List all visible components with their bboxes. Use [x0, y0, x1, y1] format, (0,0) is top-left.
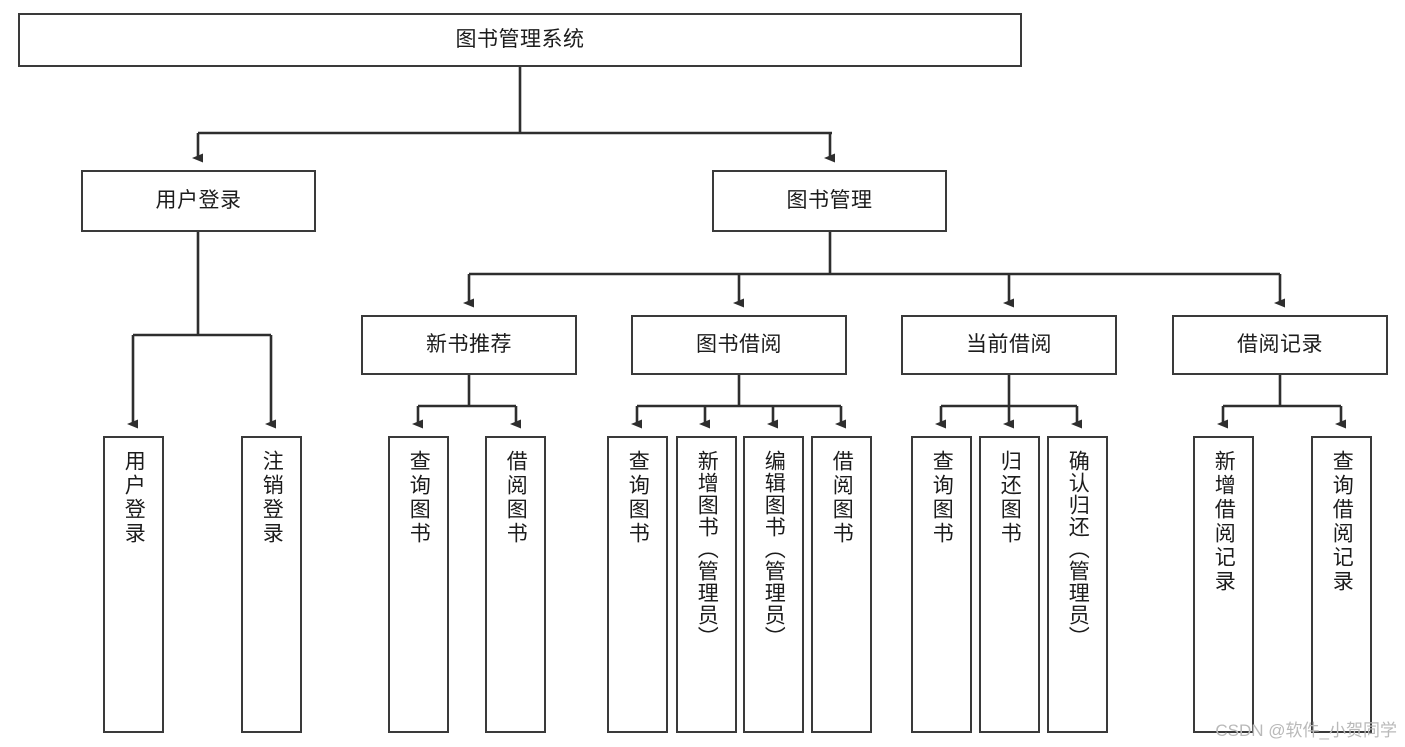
node-label: 确认归还（管理员） — [1066, 450, 1090, 648]
node-user-login[interactable]: 用户登录 — [81, 170, 316, 232]
node-label: 图书管理系统 — [455, 28, 585, 52]
node-new-book-recommend[interactable]: 新书推荐 — [361, 315, 577, 375]
node-label: 图书管理 — [786, 189, 873, 213]
node-label: 借阅记录 — [1237, 333, 1323, 357]
node-current-borrow[interactable]: 当前借阅 — [901, 315, 1117, 375]
node-label: 注销登录 — [260, 450, 284, 546]
leaf-query-borrow-record[interactable]: 查询借阅记录 — [1311, 436, 1372, 733]
node-book-borrow[interactable]: 图书借阅 — [631, 315, 847, 375]
leaf-add-borrow-record[interactable]: 新增借阅记录 — [1193, 436, 1254, 733]
node-label: 用户登录 — [155, 189, 242, 213]
node-book-management[interactable]: 图书管理 — [712, 170, 947, 232]
node-label: 查询图书 — [626, 450, 650, 546]
node-label: 编辑图书（管理员） — [762, 450, 786, 648]
watermark-text: CSDN @软件_小贺同学 — [1215, 721, 1397, 740]
leaf-confirm-return-admin[interactable]: 确认归还（管理员） — [1047, 436, 1108, 733]
leaf-edit-book-admin[interactable]: 编辑图书（管理员） — [743, 436, 804, 733]
node-label: 新增借阅记录 — [1212, 450, 1236, 594]
node-label: 借阅图书 — [504, 450, 528, 546]
leaf-query-book-current[interactable]: 查询图书 — [911, 436, 972, 733]
leaf-user-login[interactable]: 用户登录 — [103, 436, 164, 733]
leaf-query-book-recommend[interactable]: 查询图书 — [388, 436, 449, 733]
node-label: 查询图书 — [930, 450, 954, 546]
leaf-logout[interactable]: 注销登录 — [241, 436, 302, 733]
leaf-borrow-book-recommend[interactable]: 借阅图书 — [485, 436, 546, 733]
leaf-return-book[interactable]: 归还图书 — [979, 436, 1040, 733]
leaf-query-book-borrow[interactable]: 查询图书 — [607, 436, 668, 733]
leaf-add-book-admin[interactable]: 新增图书（管理员） — [676, 436, 737, 733]
node-borrow-records[interactable]: 借阅记录 — [1172, 315, 1388, 375]
node-label: 用户登录 — [122, 450, 146, 546]
leaf-borrow-book[interactable]: 借阅图书 — [811, 436, 872, 733]
node-label: 新增图书（管理员） — [695, 450, 719, 648]
node-label: 查询图书 — [407, 450, 431, 546]
node-label: 查询借阅记录 — [1330, 450, 1354, 594]
node-label: 借阅图书 — [830, 450, 854, 546]
node-label: 新书推荐 — [426, 333, 512, 357]
node-label: 图书借阅 — [696, 333, 782, 357]
node-root-system[interactable]: 图书管理系统 — [18, 13, 1022, 67]
node-label: 当前借阅 — [966, 333, 1052, 357]
node-label: 归还图书 — [998, 450, 1022, 546]
